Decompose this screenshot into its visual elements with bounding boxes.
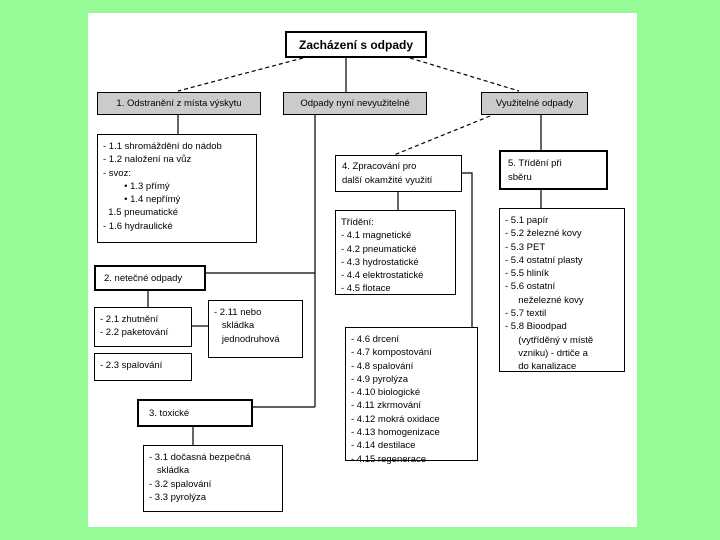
list-line: - 4.9 pyrolýza: [351, 373, 409, 385]
list-line: - 2.11 nebo: [214, 307, 262, 318]
list-line: - 5.6 ostatní: [505, 281, 556, 293]
list-line: skládka: [214, 320, 255, 332]
list-line: - 4.4 elektrostatické: [341, 270, 424, 282]
node-treatment-methods: - 4.6 drcení - 4.7 kompostování - 4.8 sp…: [345, 327, 478, 465]
list-line: sběru: [508, 171, 532, 183]
node-usable-waste: Využitelné odpady: [481, 92, 588, 115]
list-line: - 2.3 spalování: [100, 360, 163, 371]
list-line: - 1.1 shromáždění do nádob: [103, 141, 222, 152]
list-line: - 4.8 spalování: [351, 360, 414, 372]
list-line: - 3.2 spalování: [149, 478, 212, 490]
node-inert-incineration: - 2.3 spalování: [94, 353, 192, 381]
list-line: - 4.10 biologické: [351, 387, 421, 399]
list-line: - 3.3 pyrolýza: [149, 491, 207, 503]
list-line: - 2.2 paketování: [100, 327, 169, 339]
node-inert-methods: - 2.1 zhutnění - 2.2 paketování: [94, 307, 192, 347]
list-line: - 4.1 magnetické: [341, 230, 412, 242]
list-line: - 3.1 dočasná bezpečná: [149, 452, 251, 463]
list-line: • 1.3 přímý: [103, 180, 170, 192]
node-title: Zacházení s odpady: [285, 31, 427, 58]
list-line: - 4.2 pneumatické: [341, 243, 417, 255]
list-line: skládka: [149, 465, 190, 477]
list-line: - 4.13 homogenizace: [351, 427, 440, 439]
list-line: - svoz:: [103, 167, 131, 179]
list-line: - 4.3 hydrostatické: [341, 256, 419, 268]
list-line: - 5.8 Bioodpad: [505, 321, 567, 333]
node-currently-unusable-waste: Odpady nyní nevyužitelné: [283, 92, 427, 115]
node-collection-methods: - 1.1 shromáždění do nádob - 1.2 naložen…: [97, 134, 257, 243]
list-line: - 5.2 železné kovy: [505, 228, 582, 240]
node-sorting-methods: Třídění: - 4.1 magnetické - 4.2 pneumati…: [335, 210, 456, 295]
list-line: jednodruhová: [214, 333, 280, 345]
list-line: (vytříděný v místě: [505, 334, 594, 346]
list-line: - 4.7 kompostování: [351, 347, 432, 359]
list-line: - 5.7 textil: [505, 308, 547, 320]
node-processing-for-reuse: 4. Zpracování pro další okamžité využití: [335, 155, 462, 192]
list-line: - 5.1 papír: [505, 215, 549, 226]
list-line: - 2.1 zhutnění: [100, 314, 159, 325]
list-line: 5. Třídění při: [508, 158, 562, 169]
node-inert-waste: 2. netečné odpady: [94, 265, 206, 291]
node-single-type-landfill: - 2.11 nebo skládka jednodruhová: [208, 300, 303, 358]
list-line: - 4.14 destilace: [351, 440, 416, 452]
list-line: do kanalizace: [505, 361, 577, 373]
list-line: Třídění:: [341, 217, 374, 228]
list-line: - 4.12 mokrá oxidace: [351, 413, 440, 425]
node-toxic-waste: 3. toxické: [137, 399, 253, 427]
list-line: neželezné kovy: [505, 294, 584, 306]
list-line: - 5.4 ostatní plasty: [505, 254, 583, 266]
list-line: - 1.2 naložení na vůz: [103, 154, 192, 166]
list-line: vzniku) - drtiče a: [505, 347, 588, 359]
node-toxic-methods: - 3.1 dočasná bezpečná skládka - 3.2 spa…: [143, 445, 283, 512]
list-line: 1.5 pneumatické: [103, 207, 178, 219]
list-line: další okamžité využití: [342, 174, 433, 186]
node-sorting-at-collection: 5. Třídění při sběru: [499, 150, 608, 190]
list-line: 4. Zpracování pro: [342, 161, 417, 172]
node-removal-from-site: 1. Odstranění z místa výskytu: [97, 92, 261, 115]
list-line: - 5.3 PET: [505, 241, 546, 253]
list-line: - 4.6 drcení: [351, 334, 400, 345]
list-line: • 1.4 nepřímý: [103, 194, 181, 206]
list-line: - 5.5 hliník: [505, 268, 549, 280]
list-line: - 4.15 regenerace: [351, 453, 426, 465]
node-sorted-materials: - 5.1 papír - 5.2 železné kovy - 5.3 PET…: [499, 208, 625, 372]
list-line: - 1.6 hydraulické: [103, 220, 173, 232]
list-line: - 4.5 flotace: [341, 283, 391, 295]
list-line: - 4.11 zkrmování: [351, 400, 422, 412]
